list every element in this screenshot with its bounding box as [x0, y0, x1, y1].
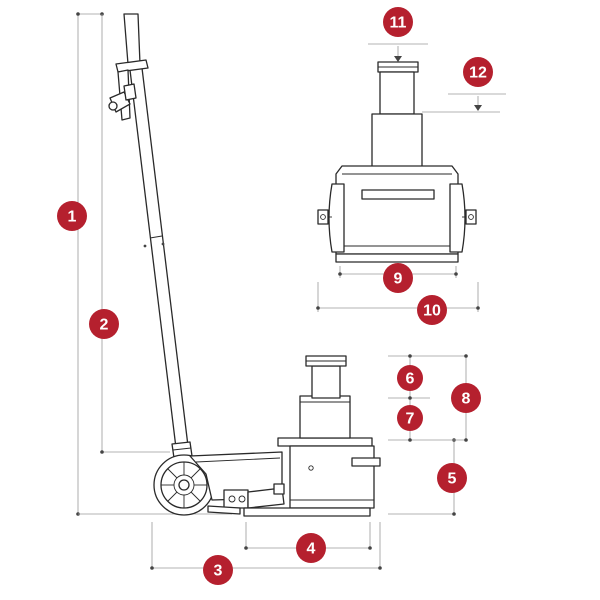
- callout-4-label: 4: [307, 541, 316, 558]
- side-view-dimension-lines: [76, 12, 468, 570]
- callout-10: 10: [417, 295, 447, 325]
- wheel: [153, 454, 215, 516]
- side-view-jack: [108, 13, 381, 517]
- callout-5-label: 5: [448, 471, 457, 488]
- callout-1-label: 1: [68, 209, 77, 226]
- callout-11: 11: [383, 7, 413, 37]
- callout-2: 2: [89, 309, 119, 339]
- ram-body: [243, 437, 381, 517]
- callout-5: 5: [437, 463, 467, 493]
- callout-7: 7: [397, 405, 423, 431]
- callout-12: 12: [463, 57, 493, 87]
- callout-6-label: 6: [406, 371, 415, 388]
- callout-8-label: 8: [462, 391, 471, 408]
- callout-3-label: 3: [214, 563, 223, 580]
- callout-9: 9: [383, 263, 413, 293]
- callout-7-label: 7: [406, 411, 415, 428]
- frame: [189, 451, 285, 515]
- callout-6: 6: [397, 365, 423, 391]
- handle-tube: [108, 13, 193, 459]
- callout-10-label: 10: [423, 303, 441, 320]
- callout-8: 8: [451, 383, 481, 413]
- callout-11-label: 11: [390, 15, 407, 32]
- callout-1: 1: [57, 201, 87, 231]
- callout-2-label: 2: [100, 317, 109, 334]
- callout-3: 3: [203, 555, 233, 585]
- front-view-jack: [317, 61, 477, 263]
- callout-12-label: 12: [469, 65, 487, 82]
- callout-4: 4: [296, 533, 326, 563]
- callout-9-label: 9: [394, 271, 403, 288]
- ram-cylinders: [299, 355, 351, 439]
